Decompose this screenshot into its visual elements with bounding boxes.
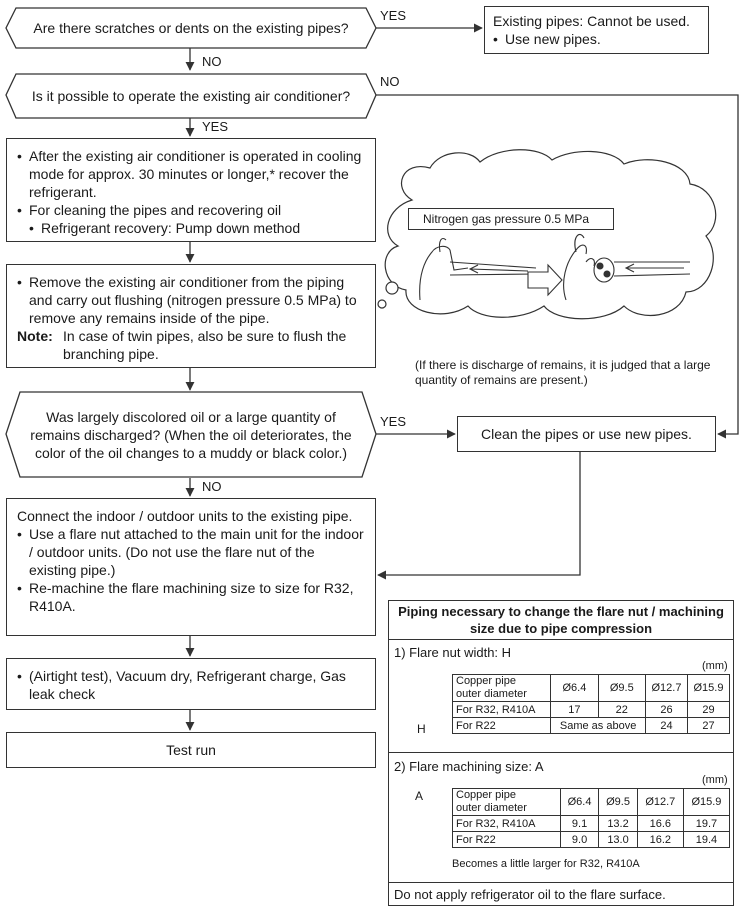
nitrogen-caption-text: Nitrogen gas pressure 0.5 MPa bbox=[423, 212, 590, 226]
flare-size-note: Becomes a little larger for R32, R410A bbox=[452, 858, 640, 870]
q2-no-label: NO bbox=[380, 74, 400, 89]
step-connect-b1: Use a flare nut attached to the main uni… bbox=[17, 525, 365, 579]
value-cell: 13.2 bbox=[598, 815, 638, 832]
decision-q2-shape bbox=[5, 73, 377, 119]
size-cell: Ø12.7 bbox=[636, 788, 684, 816]
decision-q3-shape bbox=[5, 391, 377, 478]
decision-q1-shape bbox=[5, 7, 377, 49]
table-row: For R32, R410A 17 22 26 29 bbox=[451, 701, 731, 718]
note-text: In case of twin pipes, also be sure to f… bbox=[63, 328, 347, 362]
discharge-note: (If there is discharge of remains, it is… bbox=[415, 358, 711, 387]
flare-nut-h-label: H bbox=[417, 722, 426, 736]
header-line1: Copper pipe bbox=[456, 675, 516, 687]
q1-yes-label: YES bbox=[380, 8, 407, 23]
same-as-above-cell: Same as above bbox=[550, 717, 646, 734]
result-cannot-use: Existing pipes: Cannot be used. Use new … bbox=[484, 6, 709, 54]
clean-pipes-text: Clean the pipes or use new pipes. bbox=[481, 426, 692, 442]
flare-size-a-label: A bbox=[415, 789, 424, 803]
flare-size-table: Copper pipe outer diameter Ø6.4 Ø9.5 Ø12… bbox=[452, 788, 731, 848]
size-cell: Ø15.9 bbox=[682, 788, 731, 816]
size-cell: Ø6.4 bbox=[559, 788, 600, 816]
table-row: For R32, R410A 9.1 13.2 16.6 19.7 bbox=[452, 815, 731, 832]
table-row: Copper pipe outer diameter Ø6.4 Ø9.5 Ø12… bbox=[451, 674, 731, 702]
step-flush: Remove the existing air conditioner from… bbox=[6, 264, 376, 368]
test-run-text: Test run bbox=[166, 742, 216, 758]
flushing-illustration bbox=[361, 149, 717, 331]
table-row: For R22 9.0 13.0 16.2 19.4 bbox=[452, 831, 731, 848]
flare-panel-footer: Do not apply refrigerator oil to the fla… bbox=[394, 887, 666, 902]
row-label: For R32, R410A bbox=[452, 815, 561, 832]
flare-nut-title: 1) Flare nut width: H bbox=[394, 645, 512, 660]
step-recover: After the existing air conditioner is op… bbox=[6, 138, 376, 242]
header-line2: outer diameter bbox=[456, 802, 527, 814]
decision-q3-text: Was largely discolored oil or a large qu… bbox=[30, 409, 352, 461]
table-row: Copper pipe outer diameter Ø6.4 Ø9.5 Ø12… bbox=[452, 788, 731, 816]
flare-nut-unit: (mm) bbox=[702, 660, 728, 672]
step-connect-intro: Connect the indoor / outdoor units to th… bbox=[17, 508, 353, 524]
header-cell: Copper pipe outer diameter bbox=[452, 788, 561, 816]
value-cell: 9.0 bbox=[559, 831, 600, 848]
arrow-clean-connect bbox=[377, 452, 581, 580]
step-test-run: Test run bbox=[6, 732, 376, 768]
value-cell: 29 bbox=[686, 701, 731, 718]
step-recover-b2: For cleaning the pipes and recovering oi… bbox=[17, 201, 365, 219]
note-label: Note: bbox=[17, 328, 53, 344]
value-cell: 16.2 bbox=[636, 831, 684, 848]
decision-q2-text: Is it possible to operate the existing a… bbox=[31, 88, 351, 104]
step-recover-b1: After the existing air conditioner is op… bbox=[17, 147, 365, 201]
size-cell: Ø6.4 bbox=[550, 674, 599, 702]
q3-yes-label: YES bbox=[380, 414, 407, 429]
value-cell: 26 bbox=[644, 701, 688, 718]
decision-q1: Are there scratches or dents on the exis… bbox=[16, 8, 366, 48]
result-cannot-line1: Existing pipes: Cannot be used. bbox=[493, 13, 690, 29]
result-cannot-line2: Use new pipes. bbox=[493, 30, 700, 48]
table-row: For R22 Same as above 24 27 bbox=[451, 717, 731, 734]
size-cell: Ø12.7 bbox=[644, 674, 688, 702]
decision-q2: Is it possible to operate the existing a… bbox=[16, 74, 366, 118]
size-cell: Ø15.9 bbox=[686, 674, 731, 702]
q2-yes-label: YES bbox=[202, 119, 229, 134]
value-cell: 24 bbox=[644, 717, 688, 734]
q3-no-label: NO bbox=[202, 479, 222, 494]
value-cell: 16.6 bbox=[636, 815, 684, 832]
row-label: For R32, R410A bbox=[451, 701, 552, 718]
header-cell: Copper pipe outer diameter bbox=[451, 674, 552, 702]
value-cell: 17 bbox=[550, 701, 599, 718]
flare-nut-table: Copper pipe outer diameter Ø6.4 Ø9.5 Ø12… bbox=[451, 674, 731, 734]
decision-q3: Was largely discolored oil or a large qu… bbox=[26, 394, 356, 476]
value-cell: 22 bbox=[597, 701, 646, 718]
step-airtight: (Airtight test), Vacuum dry, Refrigerant… bbox=[6, 658, 376, 710]
value-cell: 13.0 bbox=[598, 831, 638, 848]
arrow-q2-no bbox=[376, 94, 739, 439]
flare-size-unit: (mm) bbox=[702, 774, 728, 786]
step-flush-note: Note: In case of twin pipes, also be sur… bbox=[17, 327, 365, 363]
step-recover-b3: Refrigerant recovery: Pump down method bbox=[17, 219, 365, 237]
header-line1: Copper pipe bbox=[456, 789, 516, 801]
value-cell: 19.4 bbox=[682, 831, 731, 848]
clean-pipes-box: Clean the pipes or use new pipes. bbox=[457, 416, 716, 452]
step-connect-b2: Re-machine the flare machining size to s… bbox=[17, 579, 365, 615]
row-label: For R22 bbox=[451, 717, 552, 734]
header-line2: outer diameter bbox=[456, 688, 527, 700]
size-cell: Ø9.5 bbox=[597, 674, 646, 702]
flare-panel-divider-3 bbox=[388, 882, 734, 884]
flare-panel-divider-2 bbox=[388, 752, 734, 754]
flare-panel-title: Piping necessary to change the flare nut… bbox=[398, 604, 724, 636]
flare-size-title: 2) Flare machining size: A bbox=[394, 759, 544, 774]
nitrogen-caption: Nitrogen gas pressure 0.5 MPa bbox=[408, 208, 614, 230]
step-connect: Connect the indoor / outdoor units to th… bbox=[6, 498, 376, 636]
flare-panel-divider-1 bbox=[388, 639, 734, 641]
step-airtight-b1: (Airtight test), Vacuum dry, Refrigerant… bbox=[17, 667, 365, 703]
value-cell: 19.7 bbox=[682, 815, 731, 832]
row-label: For R22 bbox=[452, 831, 561, 848]
value-cell: 9.1 bbox=[559, 815, 600, 832]
size-cell: Ø9.5 bbox=[598, 788, 638, 816]
decision-q1-text: Are there scratches or dents on the exis… bbox=[33, 20, 349, 36]
step-flush-b1: Remove the existing air conditioner from… bbox=[17, 273, 365, 327]
value-cell: 27 bbox=[686, 717, 731, 734]
q1-no-label: NO bbox=[202, 54, 222, 69]
